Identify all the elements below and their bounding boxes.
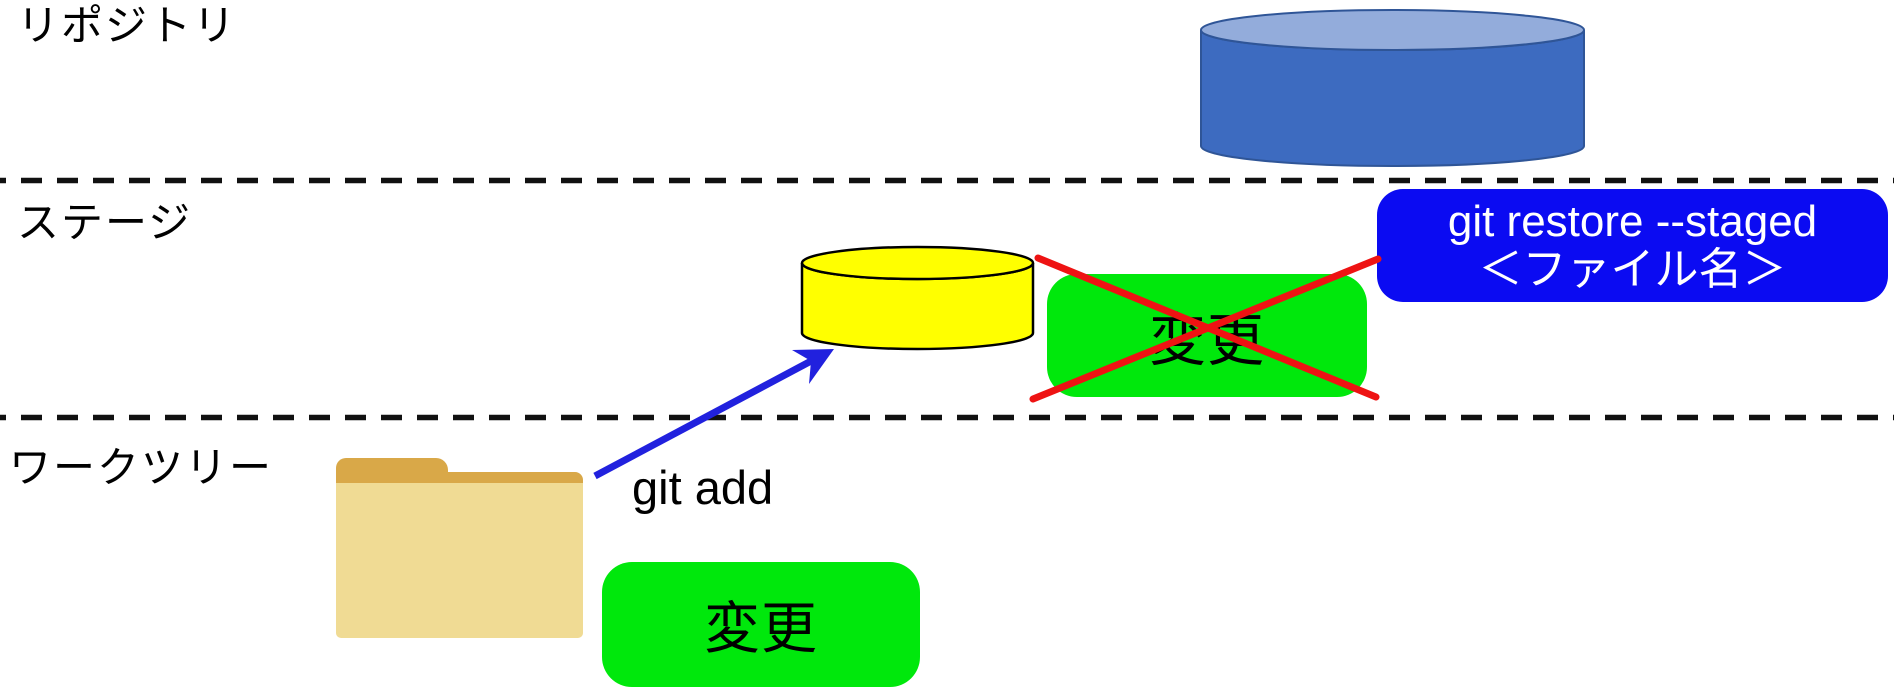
repository-cylinder-icon bbox=[1200, 9, 1585, 167]
folder-strip bbox=[336, 472, 583, 484]
section-label-repository: リポジトリ bbox=[17, 2, 238, 49]
restore-command-line2: ＜ファイル名＞ bbox=[1478, 244, 1787, 294]
folder-icon bbox=[336, 458, 583, 638]
git-add-arrow-icon bbox=[593, 349, 834, 480]
restore-staged-command-badge: git restore --staged ＜ファイル名＞ bbox=[1377, 189, 1888, 302]
restore-command-line1: git restore --staged bbox=[1447, 196, 1818, 246]
worktree-change-box: 変更 bbox=[602, 562, 920, 687]
red-cross-icon bbox=[1029, 254, 1382, 403]
folder-body bbox=[336, 483, 583, 638]
worktree-change-label: 変更 bbox=[704, 597, 818, 660]
section-label-stage: ステージ bbox=[17, 199, 193, 246]
section-label-worktree: ワークツリー bbox=[9, 444, 274, 491]
staged-change-box: 変更 bbox=[1047, 274, 1367, 397]
stage-cylinder-icon bbox=[800, 245, 1035, 351]
git-add-label: git add bbox=[632, 461, 774, 514]
